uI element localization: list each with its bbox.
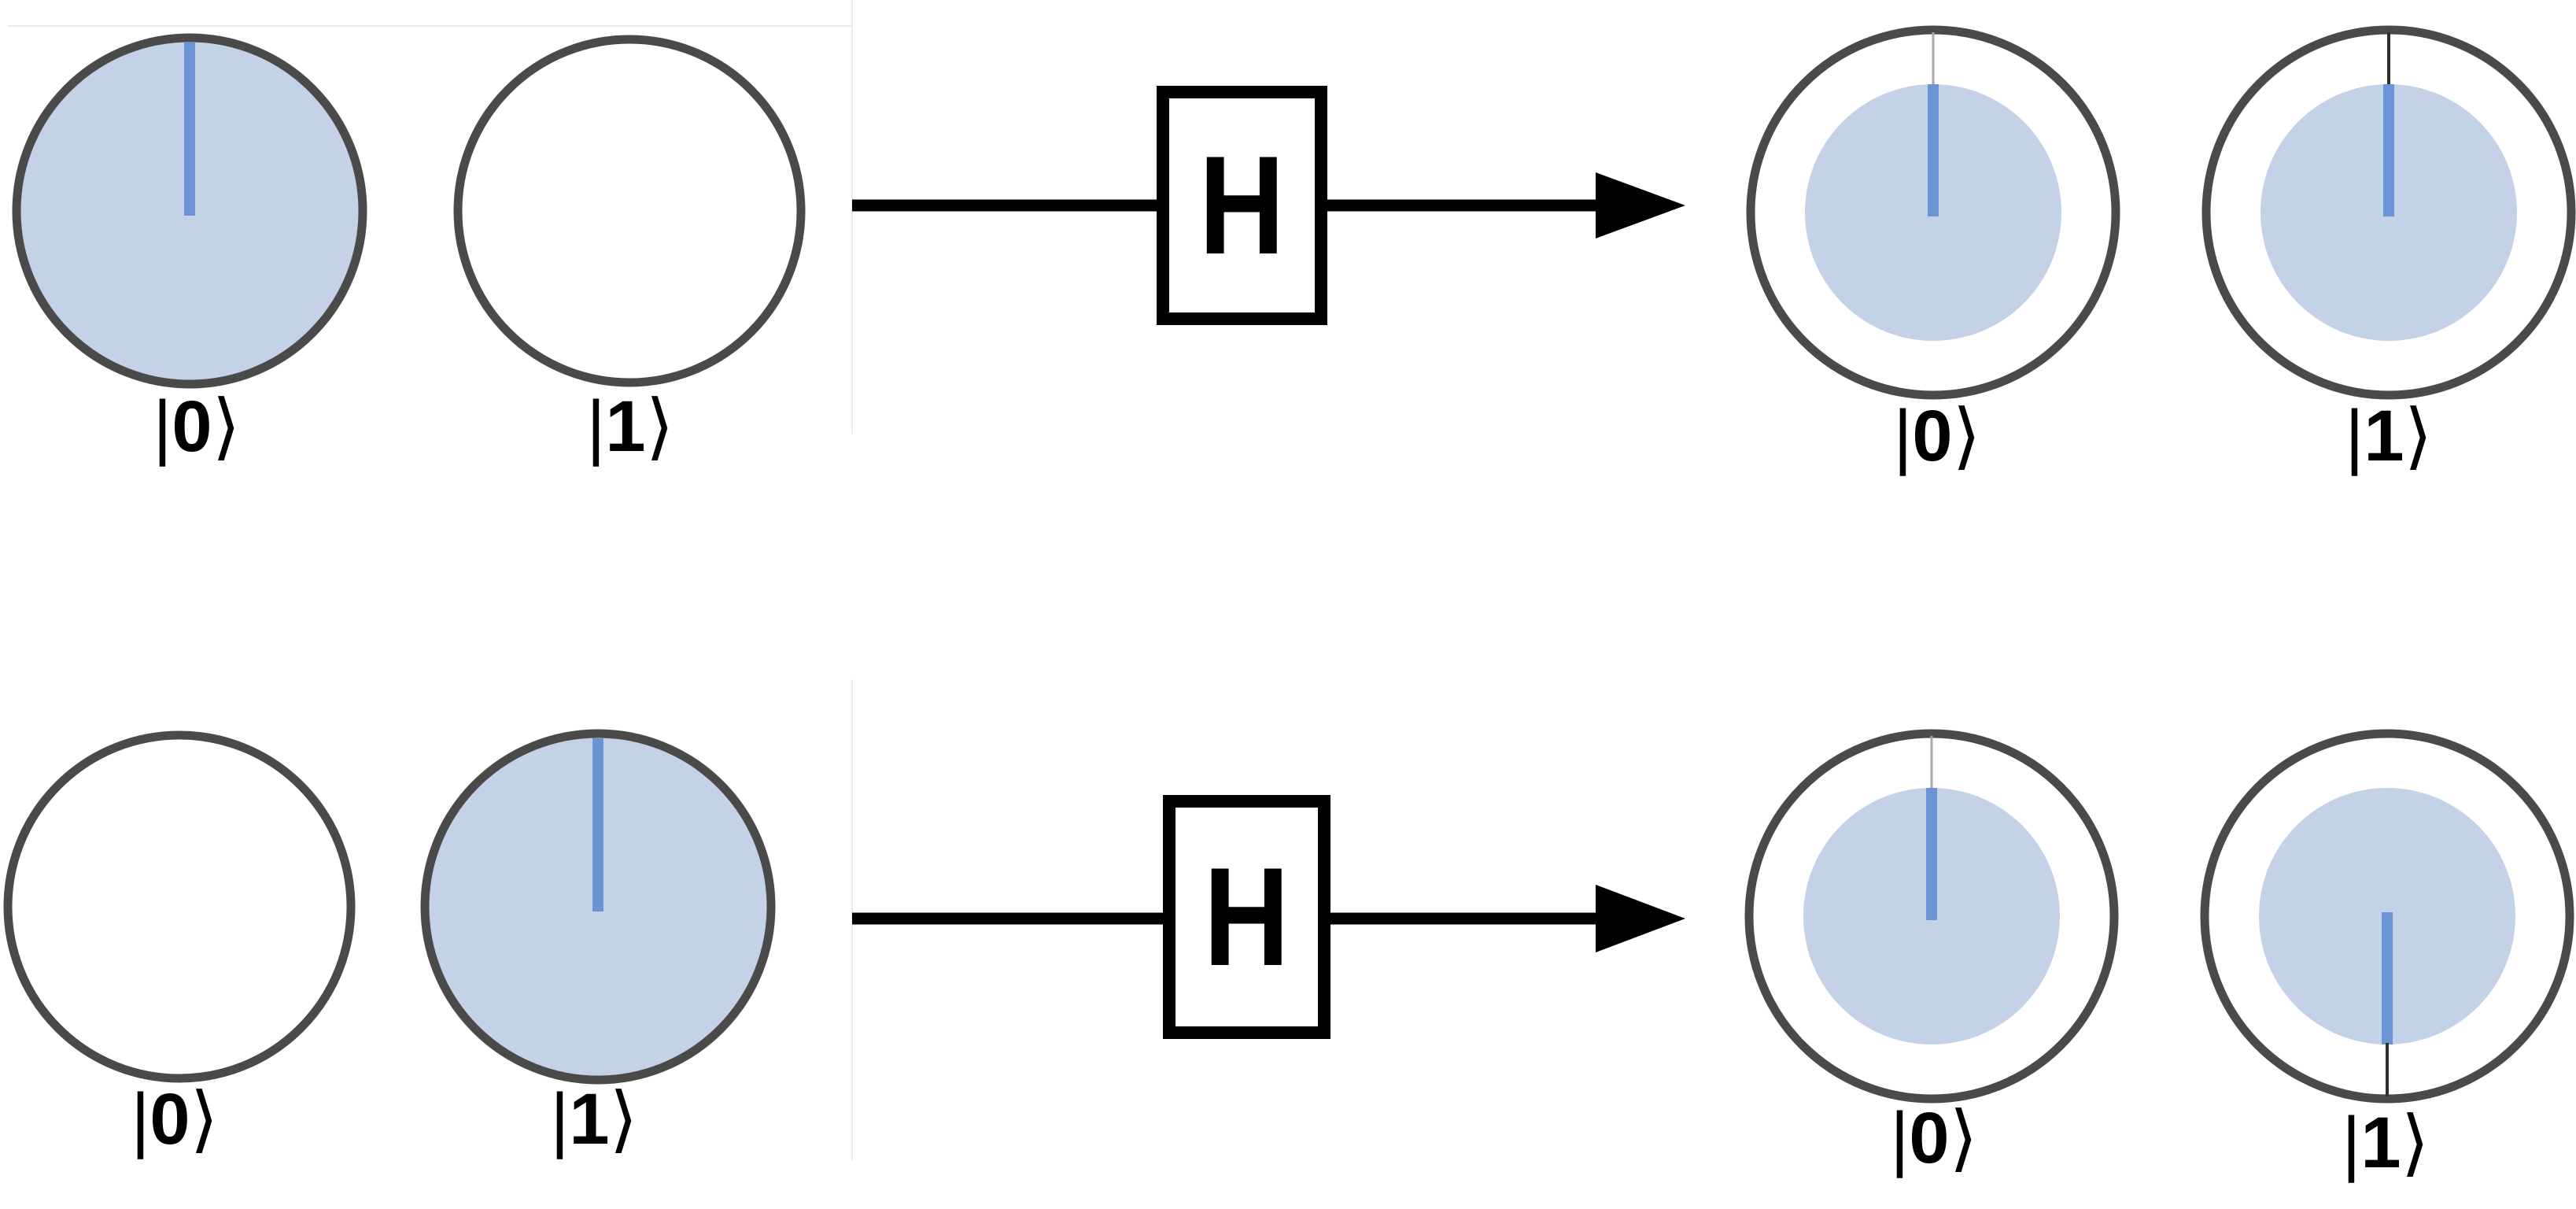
state-label-row1-output-0: |0⟩ [1894, 398, 1981, 475]
hadamard-gate-row1: H [1157, 86, 1327, 325]
state-disk-row2-input-1 [420, 729, 776, 1085]
ket-digit: 0 [1909, 1098, 1950, 1178]
ket-bar: | [131, 1079, 150, 1159]
state-disk-row1-input-0 [12, 33, 367, 389]
ket-rangle: ⟩ [2401, 1103, 2430, 1183]
state-label-row2-input-0: |0⟩ [131, 1081, 219, 1158]
state-label-row1-input-1: |1⟩ [587, 389, 674, 465]
state-disk-row2-output-1 [2200, 729, 2574, 1104]
state-disk-row2-input-0 [3, 730, 356, 1083]
arrow-head [1596, 885, 1685, 952]
state-label-row1-input-0: |0⟩ [153, 389, 241, 465]
ket-digit: 0 [149, 1079, 190, 1159]
ket-digit: 1 [569, 1079, 610, 1159]
ket-bar: | [1893, 396, 1913, 476]
ket-bar: | [153, 386, 172, 467]
ket-bar: | [586, 386, 606, 467]
ket-bar: | [1890, 1098, 1910, 1178]
ket-rangle: ⟩ [190, 1079, 219, 1159]
ket-digit: 1 [605, 386, 646, 467]
ket-rangle: ⟩ [212, 386, 241, 467]
ket-rangle: ⟩ [609, 1079, 638, 1159]
gate-label: H [1198, 127, 1286, 283]
state-label-row2-input-1: |1⟩ [551, 1081, 638, 1158]
state-label-row2-output-0: |0⟩ [1891, 1100, 1978, 1177]
arrow-head [1596, 172, 1685, 238]
disk-ring [3, 730, 356, 1083]
state-label-row1-output-1: |1⟩ [2345, 398, 2433, 475]
ket-digit: 0 [172, 386, 212, 467]
state-disk-row1-input-1 [453, 35, 806, 387]
ket-bar: | [2342, 1103, 2361, 1183]
hadamard-gate-row2: H [1163, 795, 1330, 1039]
gate-label: H [1203, 838, 1290, 995]
ket-rangle: ⟩ [1949, 1098, 1978, 1178]
ket-rangle: ⟩ [645, 386, 674, 467]
ket-bar: | [2345, 396, 2364, 476]
state-label-row2-output-1: |1⟩ [2342, 1105, 2430, 1181]
panel-edge-line-vertical-upper [851, 0, 853, 434]
state-disk-row1-output-1 [2201, 25, 2576, 400]
ket-digit: 1 [2360, 1103, 2401, 1183]
ket-digit: 1 [2364, 396, 2404, 476]
ket-digit: 0 [1912, 396, 1953, 476]
panel-edge-line-top [8, 25, 852, 27]
state-disk-row2-output-0 [1744, 729, 2119, 1104]
ket-rangle: ⟩ [1952, 396, 1981, 476]
ket-rangle: ⟩ [2404, 396, 2433, 476]
state-disk-row1-output-0 [1746, 25, 2120, 400]
ket-bar: | [550, 1079, 570, 1159]
disk-ring [453, 35, 806, 387]
